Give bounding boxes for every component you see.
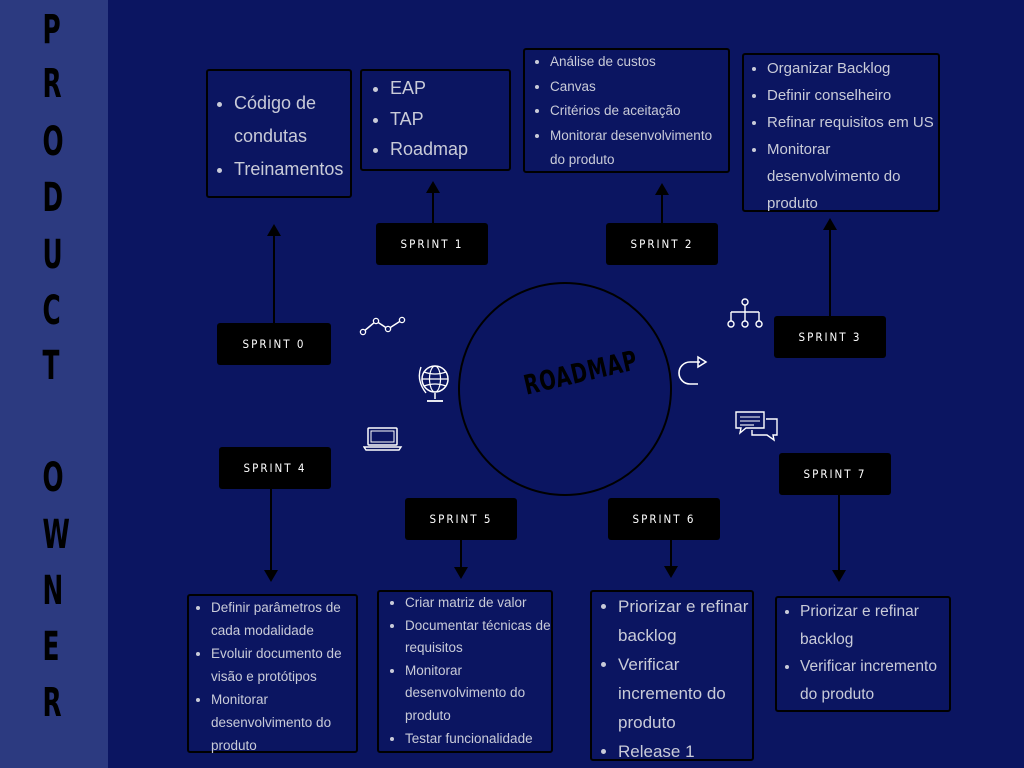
connector-line (829, 228, 831, 317)
list-item: Código de condutas (234, 87, 350, 153)
laptop-icon (363, 427, 403, 451)
list-item: Verificar incremento do produto (618, 650, 752, 737)
arrow-head (267, 224, 281, 236)
arrow-head (832, 570, 846, 582)
sidebar-letter: R (42, 680, 62, 726)
sprint-2-tasks: Análise de custos Canvas Critérios de ac… (523, 48, 730, 173)
sidebar-letter: P (42, 7, 61, 53)
connector-line (838, 495, 840, 571)
sidebar-letter: D (42, 175, 64, 221)
list-item: Testar funcionalidade (405, 728, 551, 751)
sidebar-letter: O (42, 455, 64, 501)
sidebar: P R O D U C T O W N E R (0, 0, 108, 768)
sprint-1-tasks: EAP TAP Roadmap (360, 69, 511, 171)
list-item: Monitorar desenvolvimento do produto (550, 124, 728, 173)
list-item: Criar matriz de valor (405, 592, 551, 615)
sidebar-letter: U (42, 232, 63, 278)
sprint-4-tasks: Definir parâmetros de cada modalidade Ev… (187, 594, 358, 753)
sidebar-letter: O (42, 119, 64, 165)
sprint-3-label: SPRINT 3 (774, 316, 886, 358)
connector-line (460, 540, 462, 568)
sprint-7-label: SPRINT 7 (779, 453, 891, 495)
connector-line (661, 193, 663, 223)
arrow-head (823, 218, 837, 230)
sprint-6-tasks: Priorizar e refinar backlog Verificar in… (590, 590, 754, 761)
list-item: Definir conselheiro (767, 82, 938, 109)
redo-arrow-icon (678, 355, 708, 385)
list-item: Organizar Backlog (767, 55, 938, 82)
connector-line (670, 540, 672, 567)
list-item: Roadmap (390, 134, 509, 165)
sprint-3-tasks: Organizar Backlog Definir conselheiro Re… (742, 53, 940, 212)
line-chart-icon (359, 316, 406, 336)
list-item: Monitorar desenvolvimento do produto (211, 688, 356, 757)
connector-line (432, 191, 434, 224)
sprint-0-label: SPRINT 0 (217, 323, 331, 365)
sprint-5-tasks: Criar matriz de valor Documentar técnica… (377, 590, 553, 753)
list-item: Verificar incremento do produto (800, 653, 949, 708)
list-item: Priorizar e refinar backlog (618, 592, 752, 650)
arrow-head (426, 181, 440, 193)
connector-line (270, 489, 272, 570)
sprint-2-label: SPRINT 2 (606, 223, 718, 265)
list-item: Definir parâmetros de cada modalidade (211, 596, 356, 642)
sprint-4-label: SPRINT 4 (219, 447, 331, 489)
arrow-head (664, 566, 678, 578)
sprint-1-label: SPRINT 1 (376, 223, 488, 265)
list-item: Evoluir documento de visão e protótipos (211, 642, 356, 688)
sidebar-letter: R (42, 61, 62, 107)
arrow-head (264, 570, 278, 582)
list-item: Monitorar desenvolvimento do produto (767, 136, 938, 217)
list-item: Critérios de aceitação (550, 99, 728, 124)
list-item: TAP (390, 104, 509, 135)
sprint-5-label: SPRINT 5 (405, 498, 517, 540)
sidebar-letter: E (42, 624, 60, 670)
connector-line (273, 234, 275, 324)
list-item: Canvas (550, 75, 728, 100)
list-item: Documentar técnicas de requisitos (405, 615, 551, 660)
arrow-head (655, 183, 669, 195)
sidebar-letter: T (42, 343, 60, 389)
sprint-7-tasks: Priorizar e refinar backlog Verificar in… (775, 596, 951, 712)
list-item: Priorizar e refinar backlog (800, 598, 949, 653)
list-item: Treinamentos (234, 153, 350, 186)
sprint-6-label: SPRINT 6 (608, 498, 720, 540)
hierarchy-icon (727, 298, 763, 328)
sidebar-letter: N (42, 568, 64, 614)
arrow-head (454, 567, 468, 579)
list-item: EAP (390, 73, 509, 104)
sidebar-letter: W (42, 512, 70, 558)
list-item: Monitorar desenvolvimento do produto (405, 660, 551, 728)
sprint-0-tasks: Código de condutas Treinamentos (206, 69, 352, 198)
roadmap-circle (458, 282, 672, 496)
list-item: Refinar requisitos em US (767, 109, 938, 136)
chat-bubbles-icon (735, 411, 778, 442)
list-item: Release 1 (618, 737, 752, 766)
list-item: Análise de custos (550, 50, 728, 75)
sidebar-letter: C (42, 288, 61, 334)
globe-icon (418, 365, 449, 402)
